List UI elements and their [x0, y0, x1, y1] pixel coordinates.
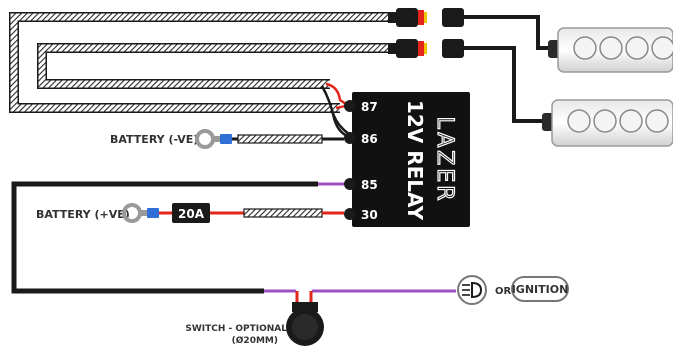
- fuse-icon: 20A: [172, 203, 210, 223]
- battery-negative-label: BATTERY (-VE): [110, 133, 198, 146]
- connector-bottom: [388, 39, 548, 123]
- or-label: OR: [495, 286, 512, 297]
- headlight-icon: [457, 275, 487, 305]
- relay-title: 12V RELAY: [403, 100, 427, 221]
- brand-logo: LAZER: [432, 116, 457, 203]
- battery-positive-label: BATTERY (+VE): [36, 208, 130, 221]
- switch-icon: [286, 302, 324, 346]
- relay-terminals: 87 86 85 30: [344, 100, 378, 222]
- headlight-ignition: OR IGNITION: [457, 275, 569, 305]
- ring-terminal-icon: [122, 203, 159, 223]
- fuse-label: 20A: [178, 207, 205, 221]
- ignition-label: IGNITION: [512, 283, 569, 296]
- relay: 87 86 85 30 12V RELAY LAZER: [344, 92, 470, 227]
- lamp-icon: [542, 99, 673, 147]
- terminal-87: 87: [361, 100, 378, 114]
- connector-top: [388, 8, 555, 50]
- battery-negative: BATTERY (-VE): [110, 129, 344, 149]
- terminal-85: 85: [361, 178, 378, 192]
- switch-circuit: SWITCH - OPTIONAL (Ø20MM): [11, 181, 456, 346]
- terminal-86: 86: [361, 132, 378, 146]
- harness-loom: [9, 12, 392, 113]
- terminal-30: 30: [361, 208, 378, 222]
- lamp-icon: [548, 27, 673, 73]
- switch-size-label: (Ø20MM): [232, 335, 278, 346]
- ring-terminal-icon: [195, 129, 232, 149]
- switch-label: SWITCH - OPTIONAL: [185, 324, 287, 334]
- battery-positive: BATTERY (+VE) 20A: [36, 203, 344, 223]
